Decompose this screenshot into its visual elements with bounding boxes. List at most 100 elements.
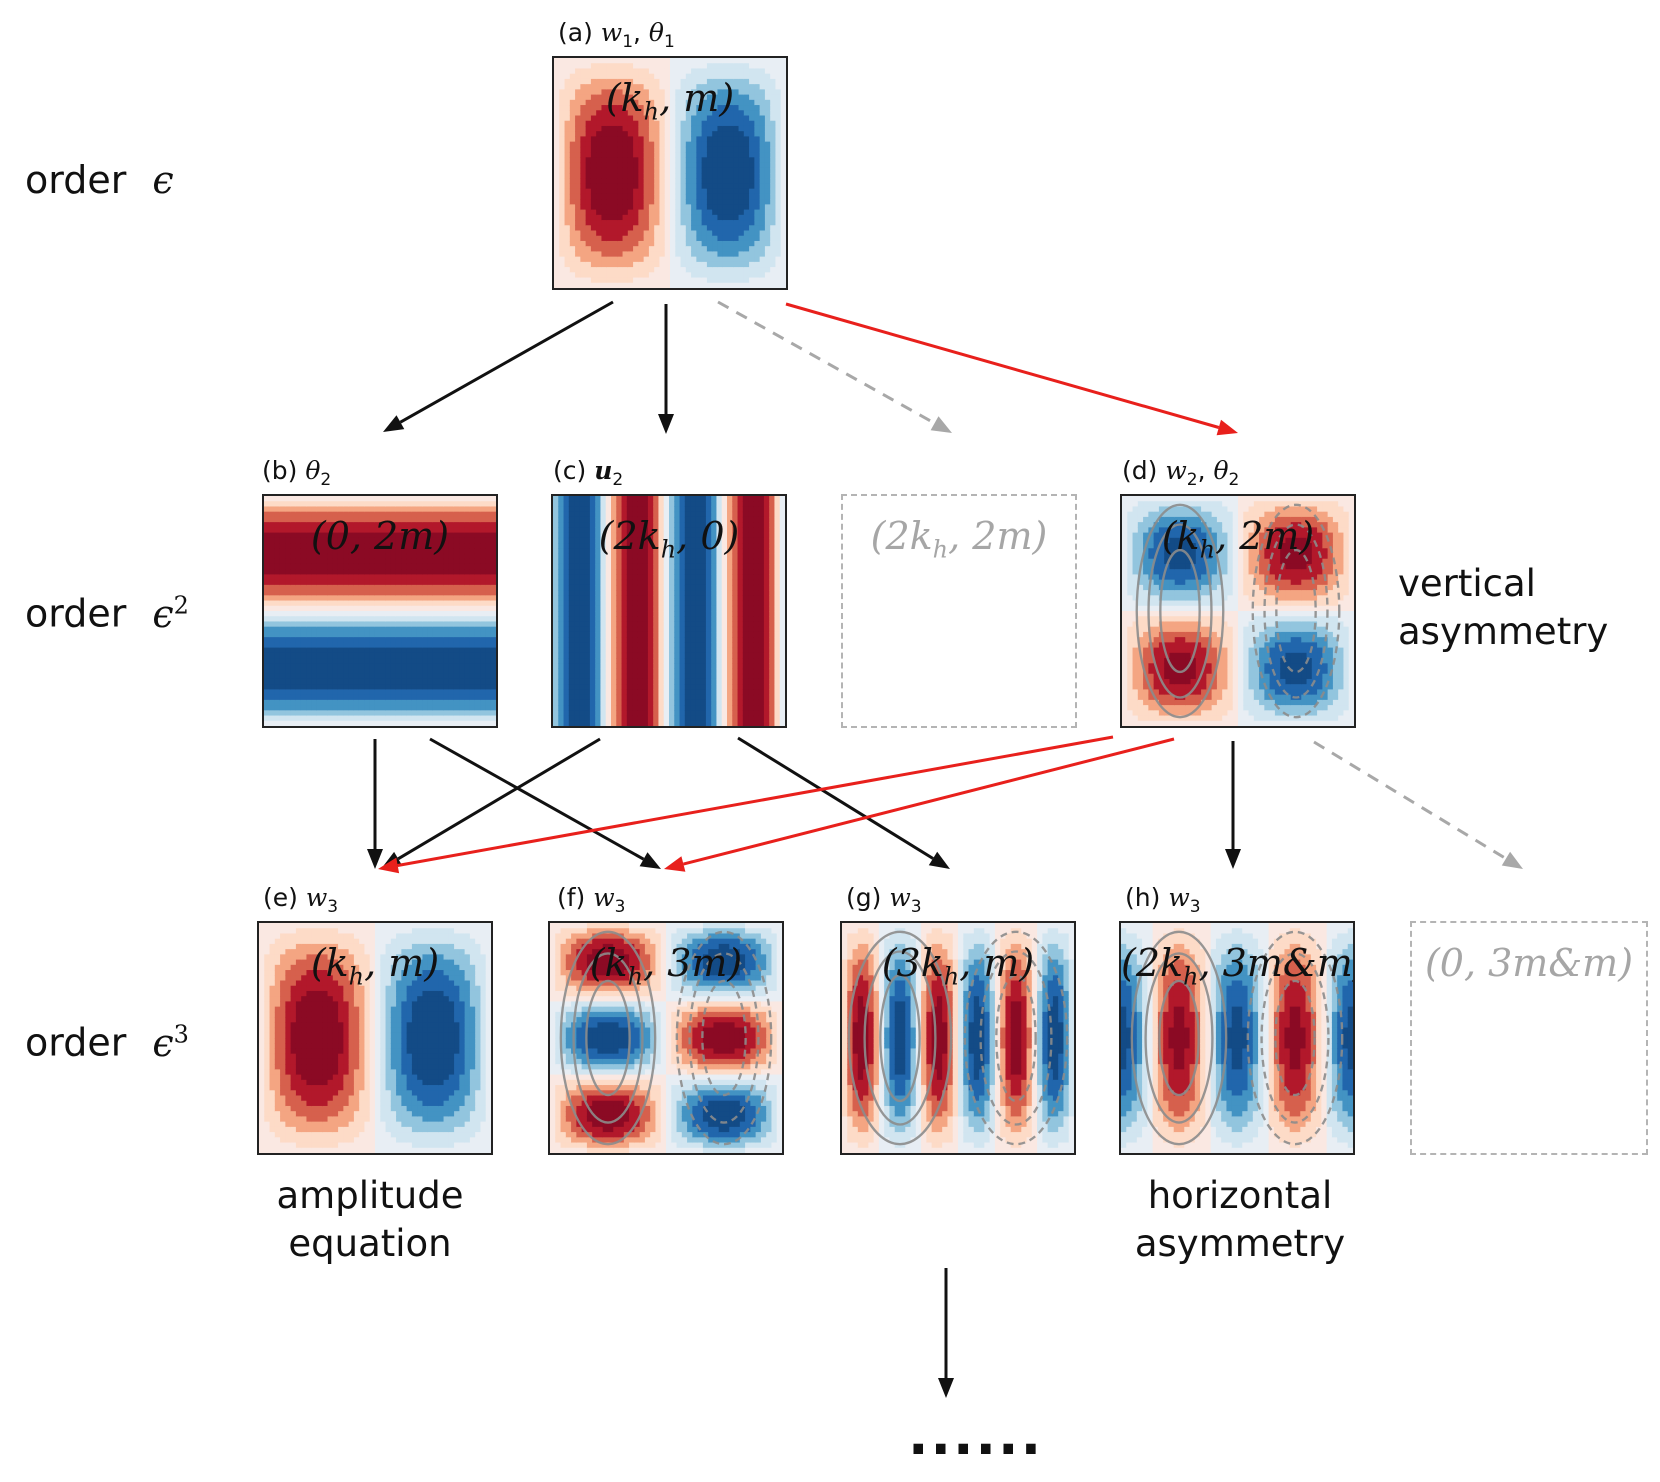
field-cell (606, 105, 613, 111)
field-cell (568, 511, 575, 518)
field-cell (343, 689, 349, 696)
field-cell (395, 553, 402, 560)
field-cell (453, 720, 460, 726)
field-cell (653, 548, 660, 555)
field-cell (453, 532, 460, 539)
field-cell (626, 496, 633, 502)
field-cell (612, 141, 618, 148)
field-cell (374, 579, 381, 586)
field-cell (754, 272, 761, 279)
field-cell (622, 220, 629, 226)
field-cell (427, 579, 434, 586)
field-cell (353, 553, 360, 560)
field-cell (675, 173, 682, 179)
field-cell (590, 178, 597, 185)
field-cell (611, 647, 617, 654)
field-cell (601, 152, 608, 158)
field-cell (480, 569, 487, 575)
field-cell (554, 167, 560, 174)
field-cell (749, 89, 755, 96)
field-cell (385, 605, 392, 612)
field-cell (647, 605, 654, 612)
field-cell (469, 684, 476, 690)
field-cell (685, 199, 692, 205)
field-cell (300, 637, 307, 643)
field-cell (406, 684, 413, 690)
field-cell (432, 647, 439, 654)
field-cell (585, 63, 592, 70)
field-cell (706, 84, 713, 90)
field-cell (701, 261, 708, 268)
field-cell (601, 68, 608, 75)
field-cell (385, 511, 392, 518)
field-cell (554, 230, 560, 237)
field-cell (474, 527, 481, 534)
field-cell (701, 204, 708, 211)
field-cell (616, 642, 623, 649)
field-cell (464, 642, 471, 649)
field-cell (759, 68, 766, 75)
field-cell (764, 89, 771, 96)
field-cell (754, 199, 761, 205)
field-cell (626, 501, 633, 508)
field-cell (432, 663, 439, 670)
field-cell (569, 261, 576, 268)
field-cell (648, 251, 655, 258)
field-cell (564, 246, 571, 252)
field-cell (653, 631, 660, 638)
field-cell (626, 678, 633, 685)
field-cell (279, 563, 286, 570)
field-cell (411, 678, 418, 685)
field-cell (575, 78, 581, 85)
field-cell (264, 522, 270, 528)
field-cell (627, 115, 634, 122)
field-cell (589, 579, 596, 586)
field-cell (575, 63, 581, 70)
field-cell (279, 553, 286, 560)
field-cell (490, 537, 496, 544)
field-cell (443, 611, 450, 617)
field-cell (564, 225, 571, 232)
field-cell (685, 183, 692, 190)
field-cell (691, 146, 697, 153)
field-cell (643, 105, 650, 111)
field-cell (654, 235, 661, 242)
field-cell (580, 78, 587, 85)
field-cell (448, 569, 455, 575)
field-cell (443, 516, 450, 523)
field-cell (569, 235, 576, 242)
field-cell (474, 590, 481, 596)
field-cell (648, 146, 655, 153)
field-cell (670, 282, 676, 288)
field-cell (701, 78, 708, 85)
field-cell (749, 193, 755, 200)
field-cell (295, 699, 302, 706)
field-cell (358, 631, 365, 638)
field-cell (780, 110, 786, 117)
field-cell (559, 235, 566, 242)
field-cell (332, 616, 339, 623)
field-cell (654, 204, 661, 211)
field-cell (427, 673, 434, 680)
field-cell (648, 141, 655, 148)
field-cell (622, 282, 629, 288)
field-cell (300, 506, 307, 513)
field-cell (322, 506, 328, 513)
field-cell (622, 73, 629, 80)
field-cell (453, 642, 460, 649)
field-cell (380, 527, 386, 534)
field-cell (596, 183, 603, 190)
field-cell (348, 715, 355, 722)
field-cell (612, 84, 618, 90)
field-cell (490, 527, 496, 534)
field-cell (775, 204, 782, 211)
field-cell (642, 631, 649, 638)
field-cell (585, 125, 592, 132)
field-cell (438, 621, 444, 628)
field-cell (658, 532, 665, 539)
field-cell (448, 516, 455, 523)
field-cell (659, 58, 666, 64)
field-cell (670, 110, 676, 117)
field-cell (722, 167, 729, 174)
field-cell (663, 678, 670, 685)
